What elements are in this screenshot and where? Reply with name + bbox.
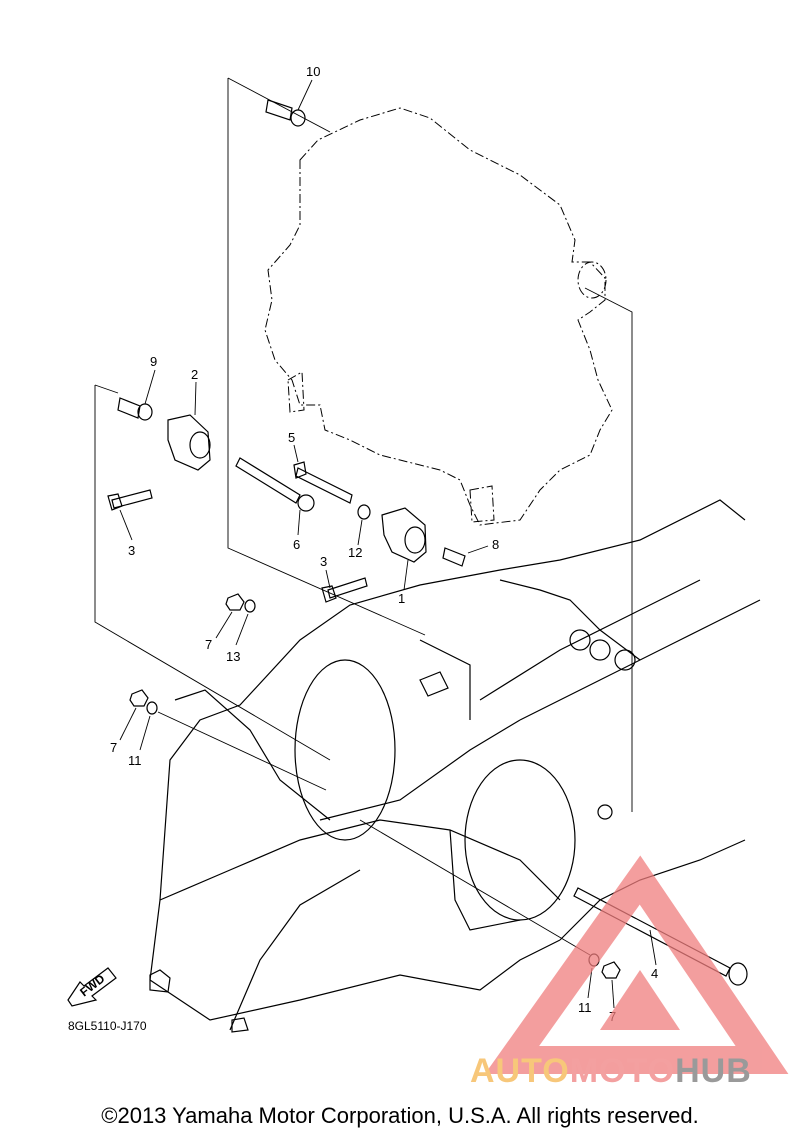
bracket-line-engine-right (584, 287, 633, 812)
engine-outline (264, 107, 613, 526)
part-7-nut-left (119, 689, 149, 741)
part-12-washer (357, 504, 371, 546)
bracket-line-left (94, 385, 331, 761)
callout-4: 4 (651, 966, 658, 981)
watermark-triangle (484, 855, 789, 1074)
watermark-logo (484, 855, 789, 1074)
bracket-line-lower-left (157, 711, 327, 791)
callout-2: 2 (191, 367, 198, 382)
part-10-bolt (265, 79, 313, 127)
part-7-nut-right (601, 961, 621, 1009)
watermark-hub: HUB (675, 1052, 752, 1090)
diagram-ref-code: 8GL5110-J170 (68, 1019, 147, 1033)
callout-8: 8 (492, 537, 499, 552)
callout-7-left: 7 (110, 740, 117, 755)
callout-7-upper: 7 (205, 637, 212, 652)
callout-10: 10 (306, 64, 320, 79)
callout-12: 12 (348, 545, 362, 560)
callout-11-left: 11 (128, 753, 142, 768)
frame (149, 499, 761, 1033)
watermark-auto: AUTO (470, 1052, 570, 1090)
bracket-line-lower-right (359, 819, 591, 956)
watermark-text: AUTOMOTOHUB (470, 1052, 752, 1091)
engine-mount-tab-front (287, 371, 305, 413)
watermark-triangle-inner (600, 970, 680, 1030)
bracket-line-upper (227, 78, 426, 636)
part-2-engine-mount (167, 381, 211, 471)
engine-port (577, 261, 607, 299)
part-3-bolt-upper (107, 489, 153, 541)
part-9-stud (117, 369, 156, 421)
part-5-bolt (293, 444, 353, 504)
engine-mount-tab-rear (469, 485, 495, 523)
callout-3-upper: 3 (128, 543, 135, 558)
bracket-line-right (227, 77, 331, 133)
callout-11-right: 11 (578, 1000, 592, 1015)
part-6-long-bolt (235, 457, 315, 536)
copyright-notice: ©2013 Yamaha Motor Corporation, U.S.A. A… (101, 1103, 699, 1128)
callout-9: 9 (150, 354, 157, 369)
part-1-engine-mount (381, 507, 427, 591)
part-8-stud (442, 545, 489, 567)
callout-3-lower: 3 (320, 554, 327, 569)
callout-6: 6 (293, 537, 300, 552)
callout-5: 5 (288, 430, 295, 445)
part-7-nut-upper (215, 593, 245, 639)
bracket-line-left-top (94, 384, 119, 394)
part-3-bolt-lower (321, 569, 368, 603)
watermark-moto: MOTO (569, 1052, 676, 1090)
part-13-washer (235, 599, 256, 646)
part-11-washer-left (139, 701, 158, 751)
callout-13: 13 (226, 649, 240, 664)
callout-1: 1 (398, 591, 405, 606)
fwd-arrow: FWD (67, 967, 117, 1007)
